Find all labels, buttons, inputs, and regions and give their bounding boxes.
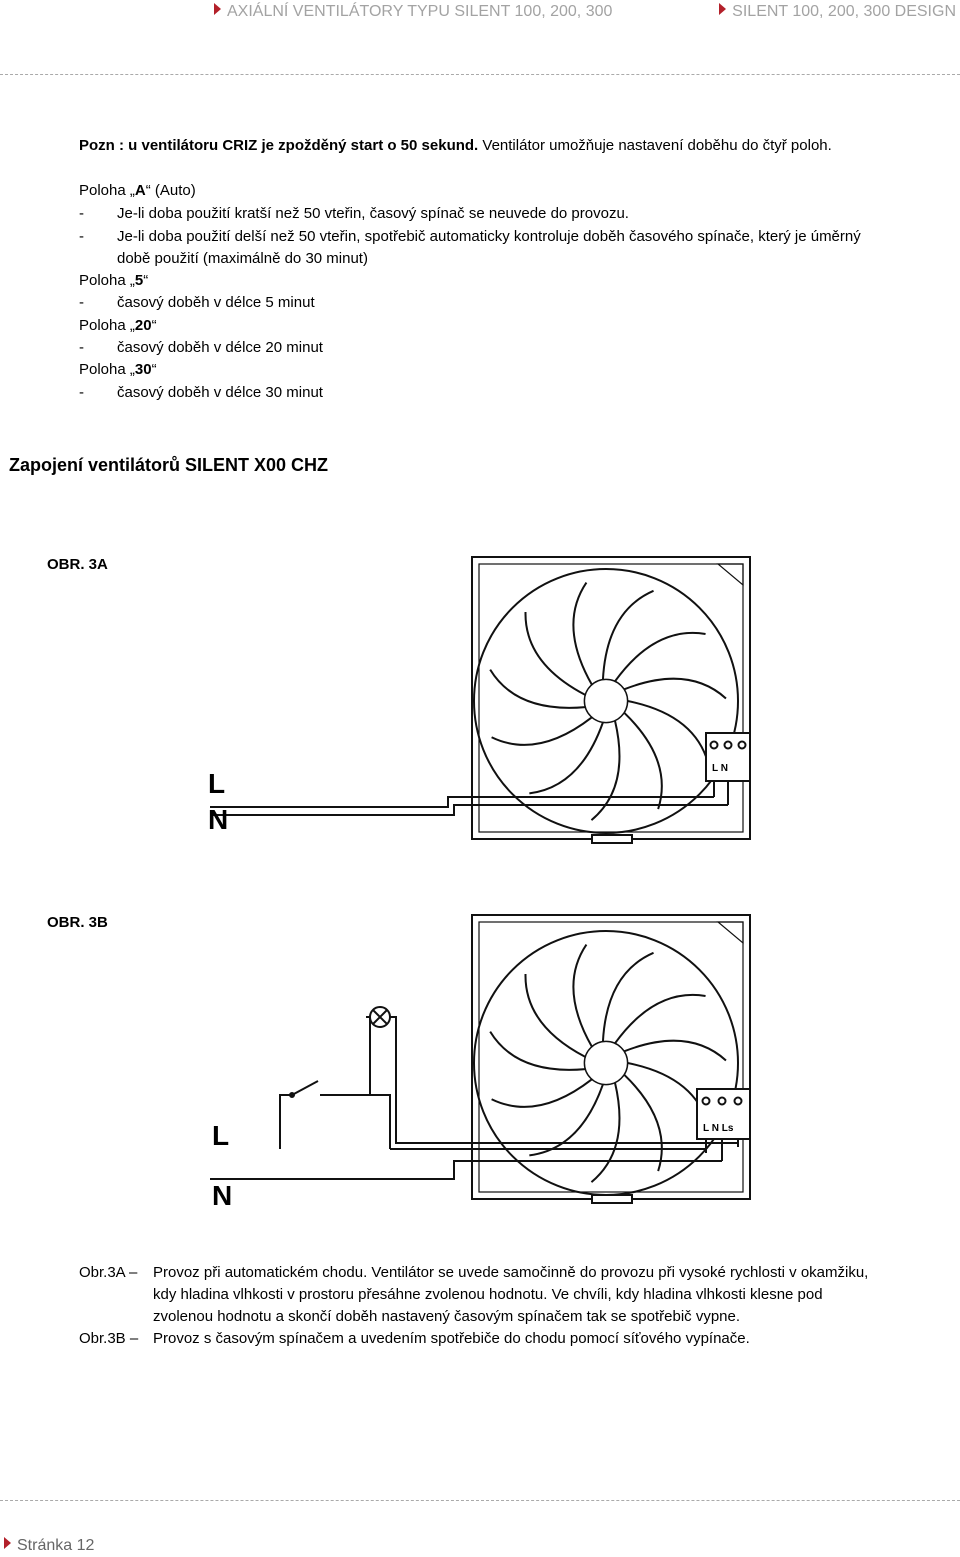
triangle-icon: [719, 3, 727, 15]
wire-L-label: L: [208, 768, 225, 799]
fan-blade: [489, 669, 586, 709]
caption-3a-line3: zvolenou hodnotu a skončí doběh nastaven…: [153, 1308, 741, 1325]
fan-blade: [590, 1082, 621, 1183]
position-5-heading: Poloha „5“: [79, 272, 149, 289]
figure-3a-label: OBR. 3A: [47, 556, 108, 573]
figure-3b-diagram: L N Ls L N: [210, 914, 751, 1211]
fan-blade: [601, 951, 654, 1042]
triangle-icon: [4, 1537, 11, 1549]
wire-L: [210, 796, 714, 808]
caption-3a-line1: Provoz při automatickém chodu. Ventiláto…: [153, 1264, 869, 1281]
fan-hub: [583, 1040, 629, 1086]
note-paragraph: Pozn : u ventilátoru CRIZ je zpožděný st…: [79, 137, 832, 155]
caption-3b-key: Obr.3B –: [79, 1330, 139, 1347]
figure-3b-label: OBR. 3B: [47, 914, 108, 931]
wire-N: [210, 1160, 722, 1180]
header-right: SILENT 100, 200, 300 DESIGN: [719, 3, 956, 21]
fan-wheel: [473, 930, 739, 1196]
wire-N-label: N: [208, 804, 228, 835]
bullet-dash: -: [79, 384, 84, 401]
page-number: Stránka 12: [17, 1537, 95, 1554]
note-rest: Ventilátor umožňuje nastavení doběhu do …: [478, 137, 832, 154]
bullet-dash: -: [79, 294, 84, 311]
wire-N-label: N: [212, 1180, 232, 1211]
fan-blade: [489, 1031, 586, 1071]
wire-N: [210, 804, 728, 816]
triangle-icon: [214, 3, 221, 15]
bullet-dash: -: [79, 339, 84, 356]
fan-blade: [529, 1084, 604, 1157]
section-title: Zapojení ventilátorů SILENT X00 CHZ: [9, 455, 329, 475]
fan-blade: [491, 1078, 593, 1108]
position-20-heading: Poloha „20“: [79, 317, 157, 334]
header-divider: [0, 74, 960, 75]
position-30-line: časový doběh v délce 30 minut: [117, 384, 323, 401]
wire-L-label: L: [212, 1120, 229, 1151]
position-a-line2b: době použití (maximálně do 30 minut): [117, 250, 368, 267]
position-a-line1: Je-li doba použití kratší než 50 vteřin,…: [117, 205, 629, 222]
wire-L: [279, 1094, 292, 1149]
position-a-line2: Je-li doba použití delší než 50 vteřin, …: [117, 228, 861, 245]
terminal-label: L N: [712, 763, 728, 774]
fan-blade: [614, 632, 706, 682]
switch: [291, 1080, 319, 1096]
fan-wheel: [473, 568, 739, 834]
fan-blade: [529, 722, 604, 795]
fan-blade: [572, 944, 593, 1048]
figure-3a-diagram: L N L N: [208, 556, 751, 844]
fan-blade: [623, 1039, 727, 1062]
page-footer: Stránka 12: [4, 1537, 94, 1555]
fan-blade: [627, 700, 710, 764]
position-30-heading: Poloha „30“: [79, 361, 157, 378]
fan-blade: [623, 677, 727, 700]
fan-blade: [623, 1073, 663, 1172]
fan-blade: [572, 582, 593, 686]
position-5-line: časový doběh v délce 5 minut: [117, 294, 315, 311]
position-a-heading: Poloha „A“ (Auto): [79, 182, 196, 199]
caption-3b-text: Provoz s časovým spínačem a uvedením spo…: [153, 1330, 750, 1347]
header-left: AXIÁLNÍ VENTILÁTORY TYPU SILENT 100, 200…: [214, 3, 612, 21]
fan-hub: [583, 678, 629, 724]
caption-3a-line2: kdy hladina vlhkosti v prostoru přesáhne…: [153, 1286, 823, 1303]
terminal-label: L N Ls: [703, 1123, 734, 1134]
page-header: AXIÁLNÍ VENTILÁTORY TYPU SILENT 100, 200…: [0, 0, 960, 30]
note-bold: Pozn : u ventilátoru CRIZ je zpožděný st…: [79, 137, 479, 154]
fan-blade: [590, 720, 621, 821]
fan-blade: [614, 994, 706, 1044]
fan-blade: [601, 589, 654, 680]
bullet-dash: -: [79, 205, 84, 222]
fan-blade: [623, 711, 663, 810]
fan-blade: [524, 611, 586, 696]
fan-blade: [524, 973, 586, 1058]
footer-divider: [0, 1500, 960, 1501]
position-20-line: časový doběh v délce 20 minut: [117, 339, 323, 356]
bullet-dash: -: [79, 228, 84, 245]
fan-blade: [491, 716, 593, 746]
caption-3a-key: Obr.3A –: [79, 1264, 138, 1281]
